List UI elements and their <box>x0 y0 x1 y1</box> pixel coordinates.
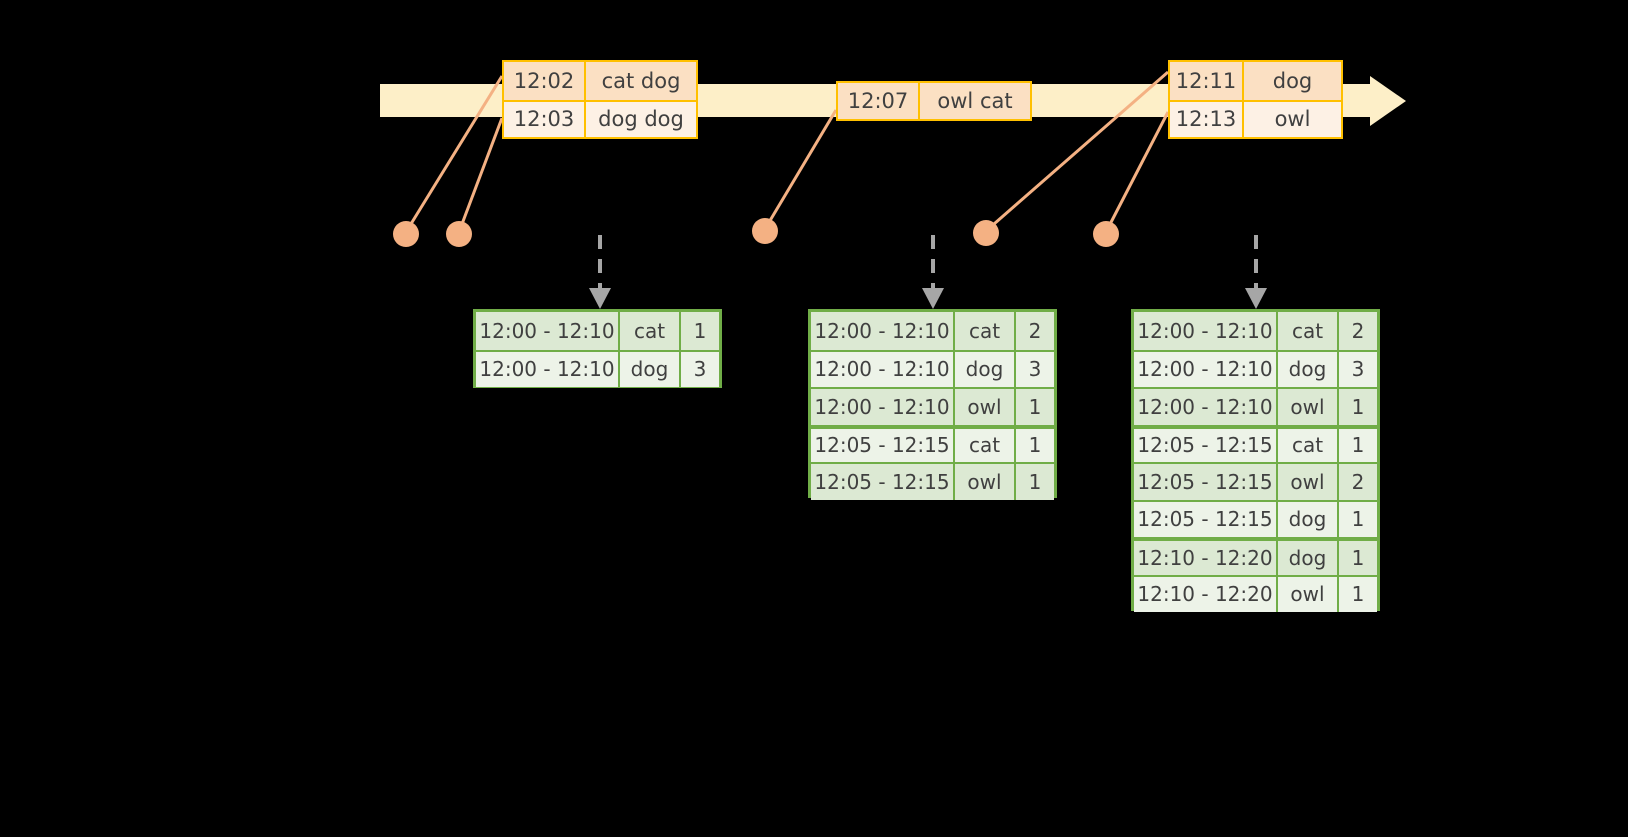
word-cell: cat <box>1278 428 1339 462</box>
event-marker-4 <box>973 220 999 246</box>
event-row: 12:13 owl <box>1170 99 1341 137</box>
count-cell: 3 <box>1351 357 1365 382</box>
window-cell: 12:00 - 12:10 <box>811 351 955 387</box>
word-cell: cat <box>955 428 1016 462</box>
window-cell: 12:00 - 12:10 <box>811 312 955 350</box>
flow-arrow-1 <box>589 235 611 309</box>
count-cell: 3 <box>1028 357 1042 382</box>
event-row: 12:07 owl cat <box>838 83 1030 119</box>
word-cell: owl <box>955 389 1016 425</box>
window-cell: 12:00 - 12:10 <box>476 312 620 350</box>
event-row: 12:03 dog dog <box>504 99 696 137</box>
event-words: dog dog <box>598 107 684 132</box>
leader-line-3 <box>763 109 838 230</box>
event-marker-2 <box>446 221 472 247</box>
word-cell: cat <box>955 312 1016 350</box>
leader-line-2 <box>457 117 504 233</box>
window-cell: 12:05 - 12:15 <box>811 464 955 500</box>
count-cell: 1 <box>1028 433 1042 458</box>
window-cell: 12:00 - 12:10 <box>1134 312 1278 350</box>
event-words: dog <box>1272 68 1313 93</box>
event-time: 12:07 <box>838 83 920 119</box>
event-marker-3 <box>752 218 778 244</box>
count-cell: 2 <box>1351 469 1365 494</box>
count-cell: 2 <box>1028 318 1042 343</box>
count-cell: 1 <box>1351 545 1365 570</box>
window-cell: 12:00 - 12:10 <box>811 389 955 425</box>
window-cell: 12:10 - 12:20 <box>1134 541 1278 575</box>
window-cell: 12:00 - 12:10 <box>1134 351 1278 387</box>
flow-arrow-2 <box>922 235 944 309</box>
word-cell: cat <box>620 312 681 350</box>
event-marker-1 <box>393 221 419 247</box>
event-time: 12:02 <box>504 62 586 100</box>
window-cell: 12:00 - 12:10 <box>476 351 620 387</box>
word-cell: dog <box>1278 541 1339 575</box>
flow-arrow-3 <box>1245 235 1267 309</box>
count-cell: 1 <box>1351 582 1365 607</box>
count-cell: 1 <box>1028 469 1042 494</box>
window-cell: 12:05 - 12:15 <box>1134 501 1278 537</box>
event-box-3: 12:11 dog 12:13 owl <box>1168 60 1343 139</box>
word-cell: cat <box>1278 312 1339 350</box>
word-cell: owl <box>955 464 1016 500</box>
leader-line-5 <box>1104 111 1170 233</box>
word-cell: owl <box>1278 576 1339 612</box>
window-cell: 12:05 - 12:15 <box>1134 428 1278 462</box>
event-words: owl <box>1274 107 1311 132</box>
word-cell: owl <box>1278 389 1339 425</box>
word-cell: dog <box>1278 501 1339 537</box>
event-time: 12:13 <box>1170 101 1244 137</box>
event-time: 12:11 <box>1170 62 1244 100</box>
window-cell: 12:10 - 12:20 <box>1134 576 1278 612</box>
event-words: cat dog <box>601 68 681 93</box>
count-cell: 2 <box>1351 318 1365 343</box>
timeline-arrowhead-icon <box>1370 76 1406 126</box>
event-box-2: 12:07 owl cat <box>836 81 1032 121</box>
event-time: 12:03 <box>504 101 586 137</box>
event-row: 12:02 cat dog <box>504 62 696 100</box>
word-cell: owl <box>1278 464 1339 500</box>
count-cell: 1 <box>693 318 707 343</box>
event-marker-5 <box>1093 221 1119 247</box>
count-cell: 1 <box>1351 433 1365 458</box>
count-cell: 1 <box>1351 394 1365 419</box>
count-cell: 3 <box>693 357 707 382</box>
word-cell: dog <box>1278 351 1339 387</box>
word-cell: dog <box>620 351 681 387</box>
event-words: owl cat <box>937 89 1013 113</box>
window-cell: 12:05 - 12:15 <box>811 428 955 462</box>
window-cell: 12:00 - 12:10 <box>1134 389 1278 425</box>
count-cell: 1 <box>1351 507 1365 532</box>
event-box-1: 12:02 cat dog 12:03 dog dog <box>502 60 698 139</box>
window-cell: 12:05 - 12:15 <box>1134 464 1278 500</box>
event-row: 12:11 dog <box>1170 62 1341 100</box>
word-cell: dog <box>955 351 1016 387</box>
count-cell: 1 <box>1028 394 1042 419</box>
